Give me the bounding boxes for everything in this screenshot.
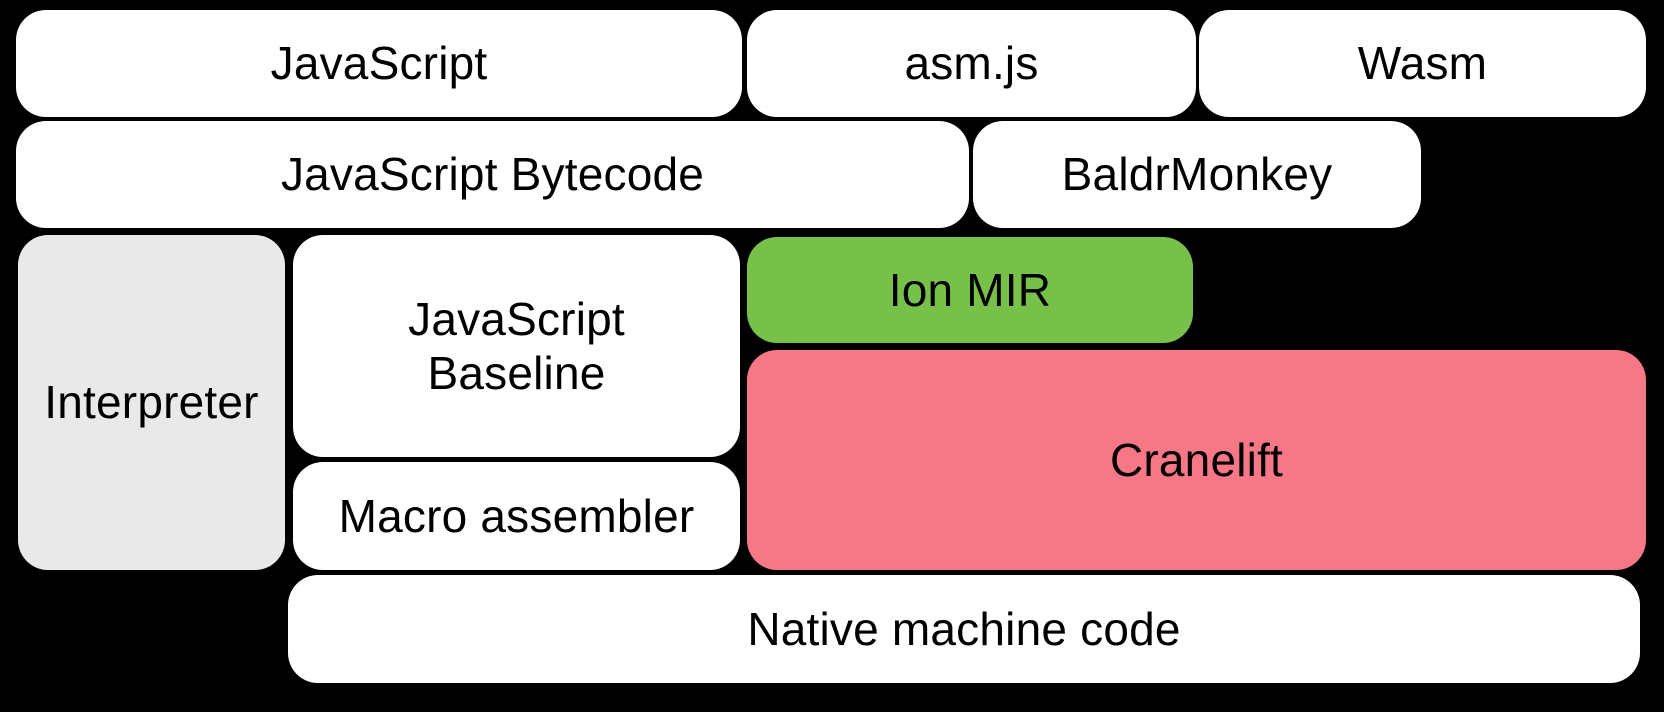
box-ion-mir: Ion MIR (747, 237, 1193, 343)
box-javascript-bytecode: JavaScript Bytecode (16, 121, 969, 228)
box-macro-assembler: Macro assembler (293, 462, 740, 570)
box-baldrmonkey: BaldrMonkey (973, 121, 1421, 228)
box-asmjs-label: asm.js (904, 37, 1039, 90)
box-cranelift: Cranelift (747, 350, 1646, 570)
box-native-machine-code-label: Native machine code (747, 602, 1181, 655)
box-javascript-bytecode-label: JavaScript Bytecode (280, 148, 705, 201)
box-javascript-label: JavaScript (270, 37, 488, 90)
box-native-machine-code: Native machine code (288, 575, 1640, 683)
box-asmjs: asm.js (747, 10, 1196, 117)
box-javascript-baseline-label: JavaScript Baseline (408, 292, 625, 399)
box-wasm: Wasm (1199, 10, 1646, 117)
box-javascript-baseline: JavaScript Baseline (293, 235, 740, 457)
box-interpreter: Interpreter (18, 235, 285, 570)
box-macro-assembler-label: Macro assembler (338, 489, 695, 542)
box-javascript: JavaScript (16, 10, 742, 117)
box-cranelift-label: Cranelift (1109, 433, 1284, 486)
box-interpreter-label: Interpreter (44, 376, 259, 429)
box-wasm-label: Wasm (1357, 37, 1488, 90)
box-baldrmonkey-label: BaldrMonkey (1061, 148, 1333, 201)
box-ion-mir-label: Ion MIR (888, 263, 1052, 316)
